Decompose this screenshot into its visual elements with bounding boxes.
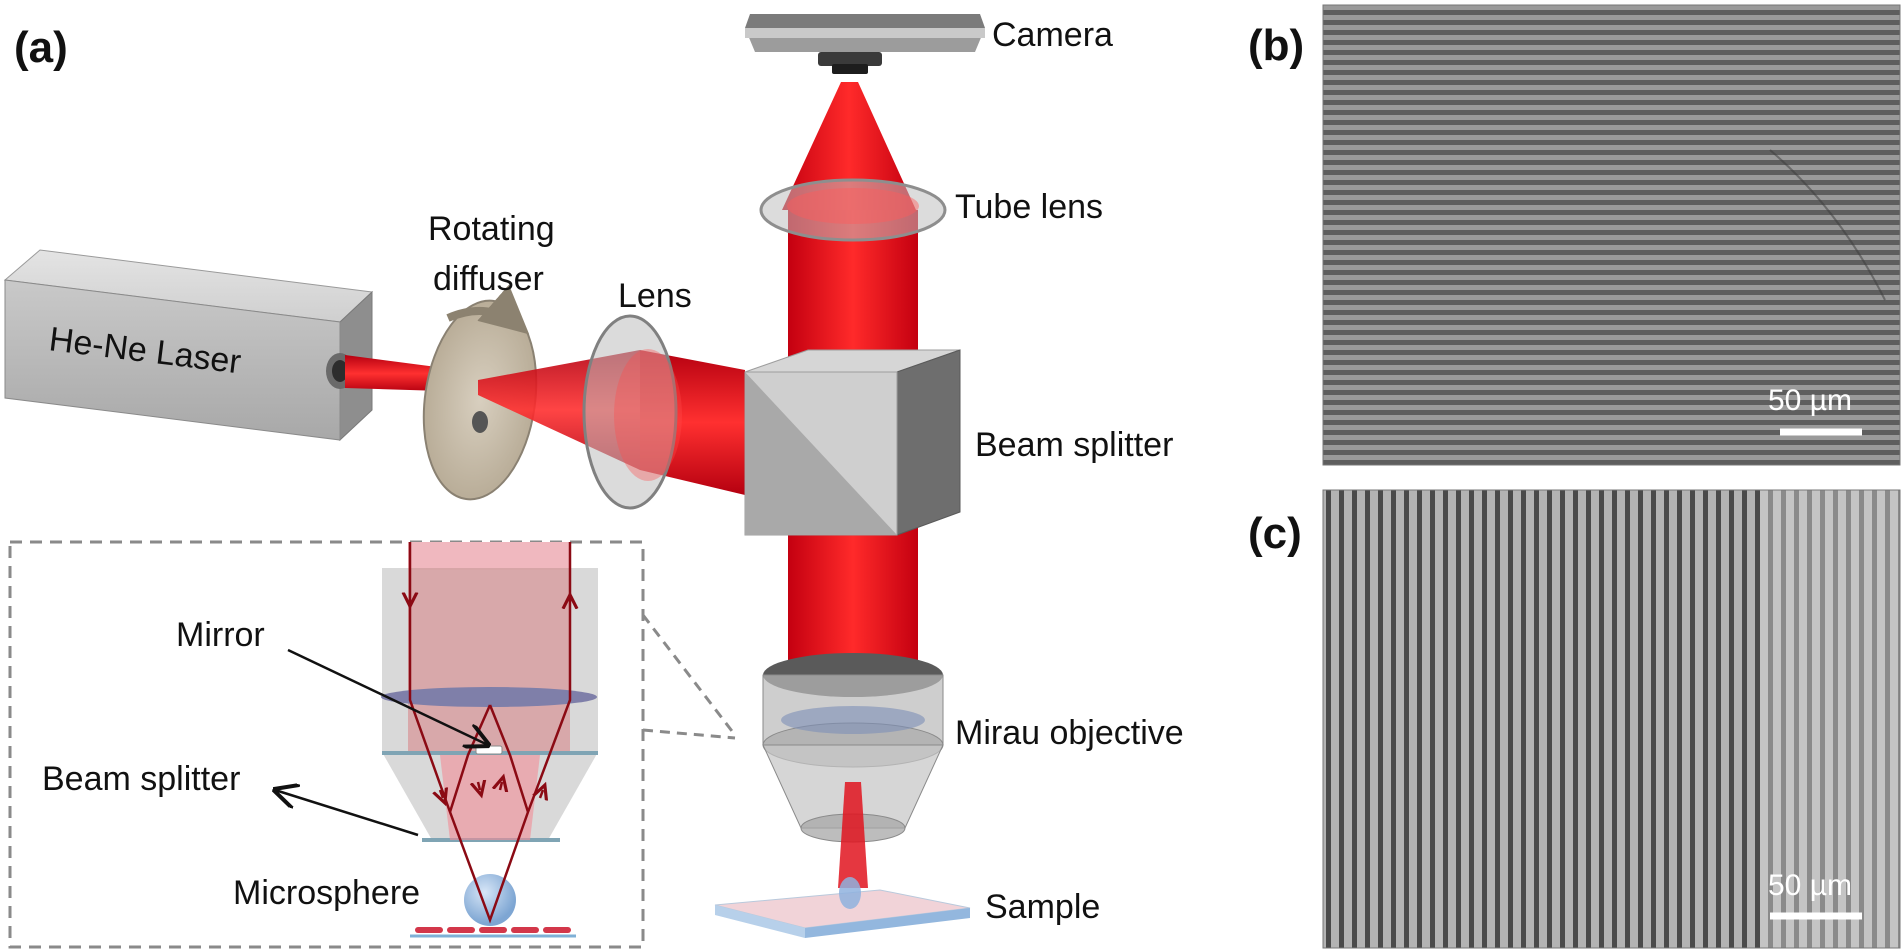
camera-beam — [782, 82, 916, 210]
camera — [745, 14, 985, 74]
image-b — [1322, 4, 1901, 466]
inset-connector-top — [641, 614, 737, 736]
beam-splitter-cube — [744, 349, 961, 536]
inset-mirror — [475, 745, 503, 755]
scale-label-c: 50 µm — [1768, 869, 1852, 902]
label-microsphere: Microsphere — [233, 874, 420, 912]
panel-label-c: (c) — [1248, 509, 1302, 558]
scale-label-b: 50 µm — [1768, 384, 1852, 417]
collimating-lens — [582, 314, 682, 510]
label-lens: Lens — [618, 277, 692, 315]
beam-splitter-pointer — [275, 790, 419, 837]
image-c — [1322, 489, 1901, 949]
label-tube-lens: Tube lens — [955, 188, 1103, 226]
label-mirror: Mirror — [176, 616, 265, 654]
label-rotating-diffuser-1: Rotating — [428, 210, 555, 248]
sample — [714, 877, 971, 938]
inset-mirau-detail — [8, 540, 645, 949]
panel-label-a: (a) — [14, 23, 68, 72]
mirror-pointer — [287, 648, 488, 745]
label-beam-splitter: Beam splitter — [975, 426, 1173, 464]
label-inset-beam-splitter: Beam splitter — [42, 760, 240, 798]
rotation-arrow — [446, 284, 530, 335]
inset-connector-bottom — [642, 728, 736, 740]
mirau-objective — [762, 653, 944, 888]
label-sample: Sample — [985, 888, 1100, 926]
panel-label-b: (b) — [1248, 21, 1304, 70]
inset-ray-paths — [410, 542, 570, 924]
tube-lens — [759, 178, 947, 242]
label-mirau-objective: Mirau objective — [955, 714, 1184, 752]
label-camera: Camera — [992, 16, 1113, 54]
label-rotating-diffuser-2: diffuser — [433, 260, 544, 298]
